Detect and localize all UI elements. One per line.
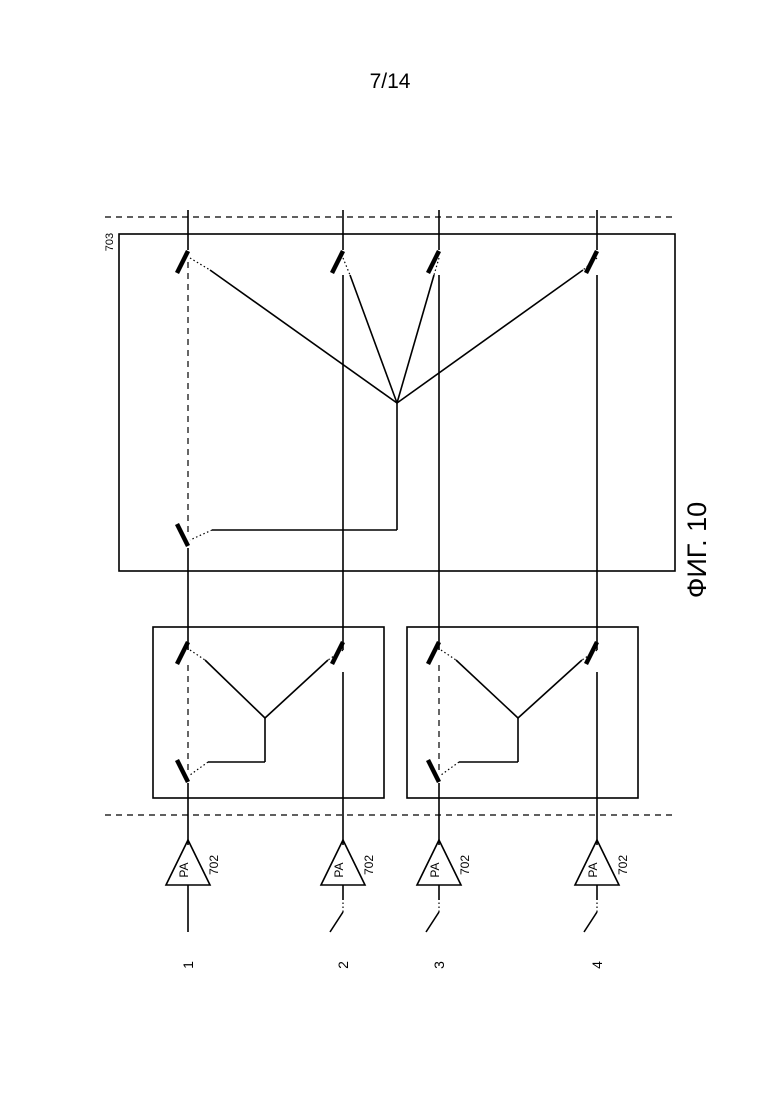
power-amplifier-1: PA 702 [166, 840, 221, 885]
combiner-block-703: 703 [104, 233, 675, 571]
input-switches [330, 900, 597, 932]
svg-text:PA: PA [177, 862, 191, 877]
svg-text:702: 702 [362, 855, 376, 875]
svg-text:702: 702 [616, 855, 630, 875]
port-label-4: 4 [589, 961, 605, 969]
svg-text:702: 702 [458, 855, 472, 875]
combiner-block-b [407, 627, 638, 798]
port-label-1: 1 [180, 961, 196, 969]
svg-text:702: 702 [207, 855, 221, 875]
power-amplifier-3: PA 702 [417, 840, 472, 885]
port-label-2: 2 [335, 961, 351, 969]
port-label-3: 3 [431, 961, 447, 969]
figure-caption: ФИГ. 10 [682, 502, 712, 598]
svg-text:PA: PA [586, 862, 600, 877]
power-amplifier-4: PA 702 [575, 840, 630, 885]
svg-text:PA: PA [332, 862, 346, 877]
ref-label-703: 703 [104, 233, 116, 251]
power-amplifier-2: PA 702 [321, 840, 376, 885]
bypass-paths [188, 262, 439, 770]
svg-text:PA: PA [428, 862, 442, 877]
